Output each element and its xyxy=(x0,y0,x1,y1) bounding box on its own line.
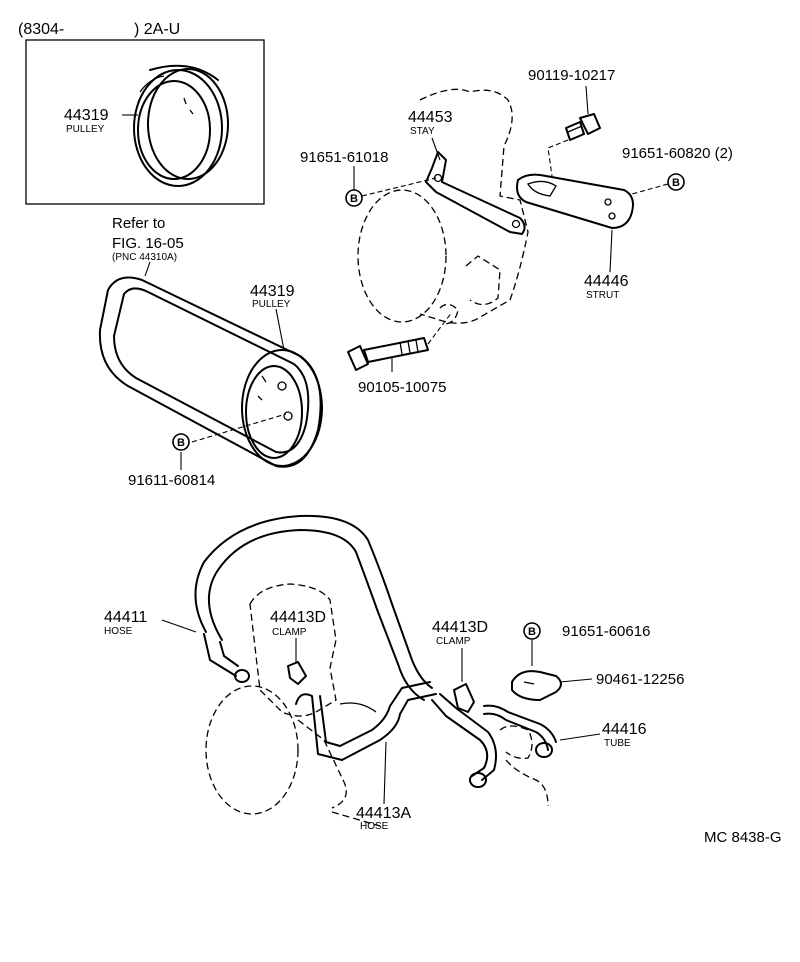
pulley-leader xyxy=(275,308,285,351)
bolt-marker-91651-60616-letter: B xyxy=(528,626,536,638)
inset-pulley-drawing xyxy=(133,64,229,187)
hose-44411-leader xyxy=(161,619,197,633)
hose-44413A-drawing xyxy=(295,681,437,761)
stay-name: STAY xyxy=(410,126,435,137)
bolt-91651-60820-leader xyxy=(631,183,669,195)
hose-44411-name: HOSE xyxy=(104,626,133,637)
bolt-90119-leader xyxy=(585,85,589,115)
main-pulley-drawing xyxy=(241,349,323,467)
range-close-text: ) 2A-U xyxy=(134,21,180,38)
reference-line3: (PNC 44310A) xyxy=(112,252,177,263)
bolt-91651-60616-number: 91651-60616 xyxy=(562,623,650,640)
reference-line2: FIG. 16-05 xyxy=(112,235,184,252)
hose-44413A-name: HOSE xyxy=(360,821,389,832)
stay-drawing xyxy=(425,151,526,235)
bolt-90105-drawing xyxy=(347,337,429,371)
pulley-number: 44319 xyxy=(250,283,295,300)
tube-number: 44416 xyxy=(602,721,647,738)
tube-name: TUBE xyxy=(604,738,631,749)
stay-leader xyxy=(431,137,441,161)
clamp-left-number: 44413D xyxy=(270,609,326,626)
bolt-marker-91651-60616 xyxy=(523,622,541,640)
bolt-91651-61018-number: 91651-61018 xyxy=(300,149,388,166)
reference-leader xyxy=(144,261,151,277)
bolt-marker-91611 xyxy=(172,433,190,451)
strut-drawing xyxy=(516,173,634,229)
pump-lower-dashed-outline xyxy=(205,583,381,827)
bolt-marker-91651-60820-letter: B xyxy=(672,177,680,189)
clamp-right-number: 44413D xyxy=(432,619,488,636)
bolt-marker-91651-60820 xyxy=(667,173,685,191)
clamp-left-name: CLAMP xyxy=(272,627,307,638)
clip-90461-leader xyxy=(559,678,593,683)
bolt-marker-91651-61018 xyxy=(345,189,363,207)
bolt-91611-leader xyxy=(191,413,287,443)
pump-dashed-outline xyxy=(357,88,529,325)
clip-90461-number: 90461-12256 xyxy=(596,671,684,688)
inset-pulley-name: PULLEY xyxy=(66,124,105,135)
clamp-right-name: CLAMP xyxy=(436,636,471,647)
bolt-90105-number: 90105-10075 xyxy=(358,379,446,396)
strut-leader xyxy=(609,229,613,273)
bolt-91651-60820-number: 91651-60820 (2) xyxy=(622,145,733,162)
bolt-90119-number: 90119-10217 xyxy=(528,67,615,84)
stay-number: 44453 xyxy=(408,109,453,126)
clamp-left-drawing xyxy=(287,638,307,685)
clip-90461-drawing xyxy=(511,670,562,701)
bolt-90119-drawing xyxy=(565,113,601,141)
strut-number: 44446 xyxy=(584,273,629,290)
v-belt-drawing xyxy=(98,276,322,468)
hose-44413A-number: 44413A xyxy=(356,805,411,822)
range-open-text: (8304- xyxy=(18,21,64,38)
inset-box xyxy=(25,39,265,205)
hose-44413A-leader xyxy=(383,741,387,805)
bolt-marker-91651-61018-letter: B xyxy=(350,193,358,205)
inset-pulley-number: 44319 xyxy=(64,107,109,124)
strut-name: STRUT xyxy=(586,290,619,301)
diagram-code: MC 8438-G xyxy=(704,829,782,846)
tube-leader xyxy=(559,733,601,741)
clamp-right-drawing xyxy=(453,683,475,713)
pulley-name: PULLEY xyxy=(252,299,291,310)
tube-44416-drawing xyxy=(483,704,557,807)
hose-44411-number: 44411 xyxy=(104,609,147,626)
hose-44411-drawing xyxy=(194,514,433,701)
bolt-91651-61018-leader xyxy=(361,177,437,197)
bolt-91611-number: 91611-60814 xyxy=(128,472,215,489)
pipe-drawing xyxy=(431,693,497,788)
reference-line1: Refer to xyxy=(112,215,165,232)
bolt-marker-91611-letter: B xyxy=(177,437,185,449)
